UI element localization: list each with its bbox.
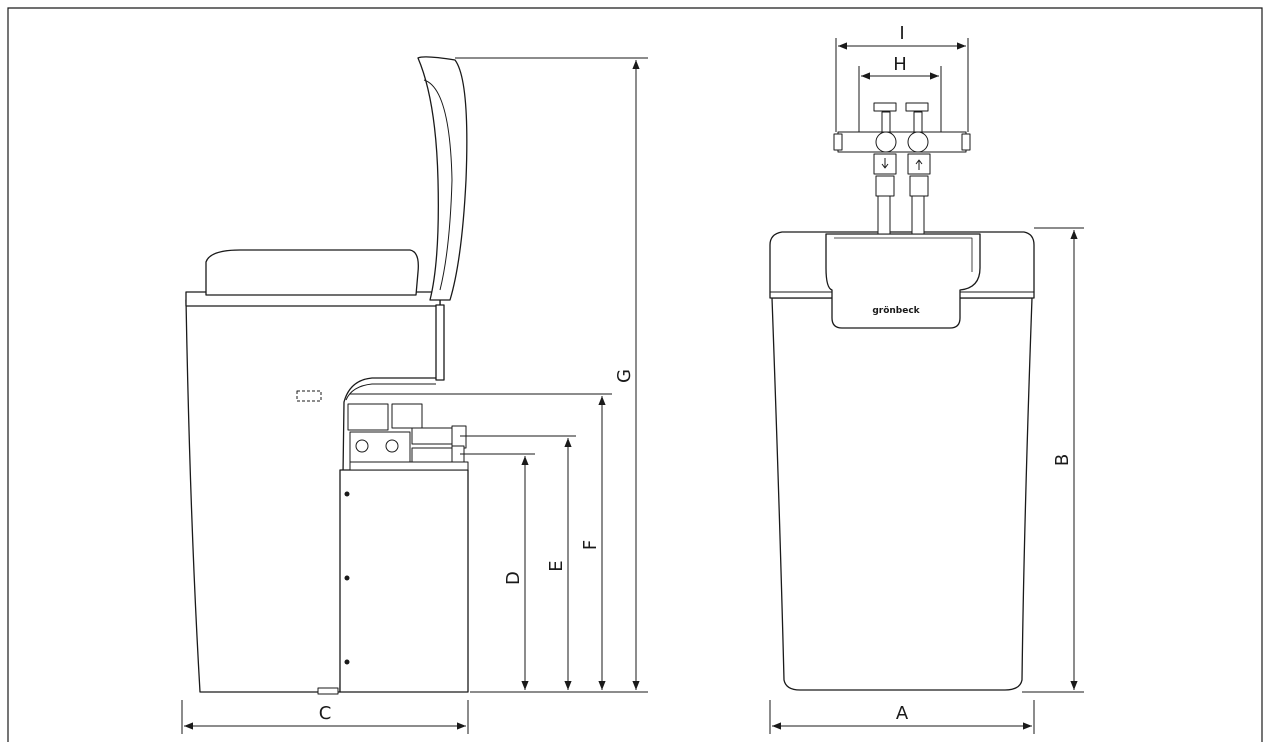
label-a: A [896,703,909,724]
dimension-labels: C A I H G F E D B [319,23,1073,724]
label-g: G [614,369,635,383]
label-b: B [1052,454,1073,466]
side-base-cabinet [339,469,469,693]
drawing-frame [7,7,1263,742]
front-body [771,297,1033,691]
label-f: F [580,540,601,550]
label-c: C [319,703,332,724]
side-view [185,56,469,695]
front-connection-block [833,102,971,197]
label-h: H [893,54,907,75]
side-lid [205,249,419,296]
label-d: D [503,571,524,585]
side-valve-assembly [347,403,469,471]
label-i: I [899,23,904,44]
side-open-cover [417,56,468,301]
dashed-sensor [296,390,322,402]
label-e: E [546,560,567,571]
dimension-lines [181,38,1084,734]
front-panel [825,233,981,329]
side-body [185,299,441,693]
brand-logo: grönbeck [872,306,920,316]
front-view: grönbeck [769,102,1035,691]
